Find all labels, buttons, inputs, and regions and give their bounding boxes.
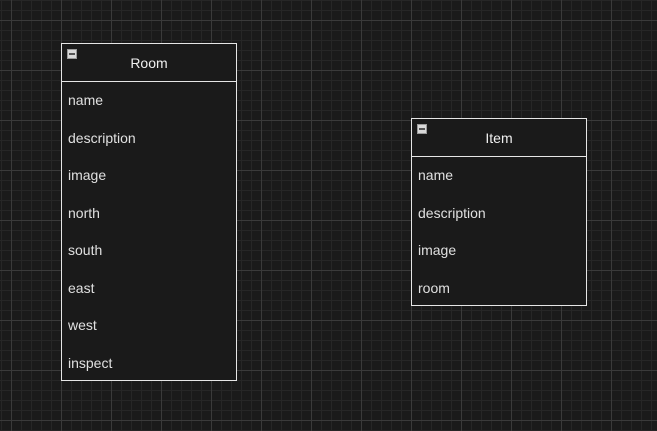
room-attribute-image[interactable]: image [68,167,107,183]
room-header[interactable]: Room [62,44,236,82]
room-attribute-description[interactable]: description [68,129,136,146]
room-attribute-inspect[interactable]: inspect [68,354,113,371]
collapse-minus-icon[interactable] [67,49,77,59]
room-attribute-east[interactable]: east [68,279,95,296]
item-attribute-list: name description image room [412,157,586,307]
room-attribute-south[interactable]: south [68,242,103,258]
collapse-minus-icon[interactable] [417,124,427,134]
room-attribute-west[interactable]: west [68,317,97,333]
room-attribute-name[interactable]: name [68,92,104,108]
room-title: Room [130,54,168,71]
item-attribute-room[interactable]: room [418,279,450,296]
room-attribute-north[interactable]: north [68,204,100,221]
room-entity[interactable]: Room name description image north south … [61,43,237,381]
item-attribute-name[interactable]: name [418,167,454,183]
item-attribute-image[interactable]: image [418,242,457,258]
item-title: Item [485,129,513,146]
item-entity[interactable]: Item name description image room [411,118,587,306]
item-header[interactable]: Item [412,119,586,157]
room-attribute-list: name description image north south east … [62,82,236,382]
item-attribute-description[interactable]: description [418,204,486,221]
